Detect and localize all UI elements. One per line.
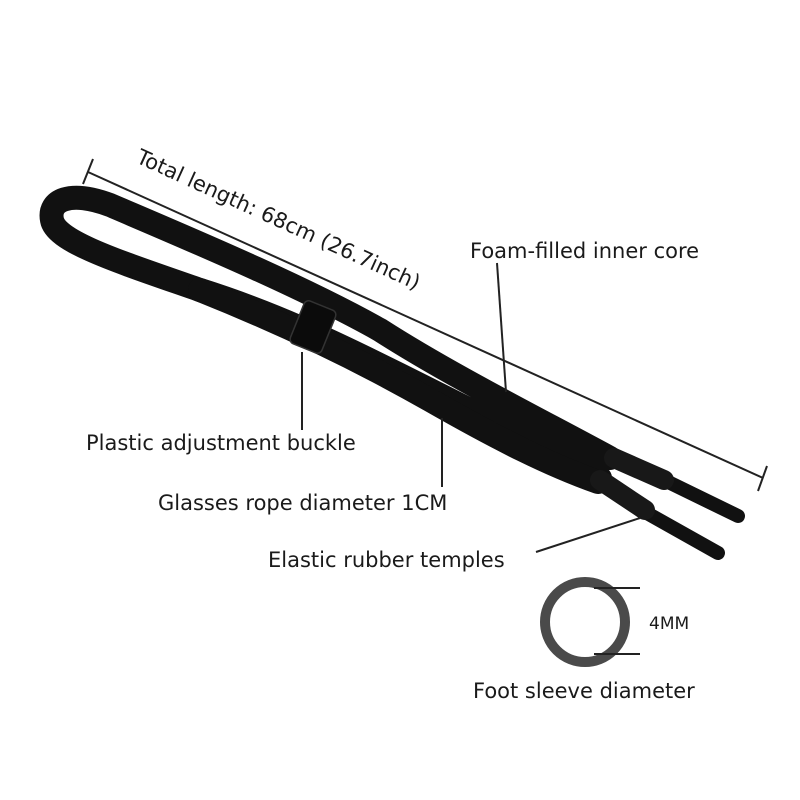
dimension-endcap-left	[82, 158, 94, 185]
eyeglass-rope	[39, 185, 745, 560]
rubber-temple-lower-sleeve	[590, 470, 655, 520]
rope-lower-strand	[188, 278, 610, 494]
adjustment-buckle	[289, 300, 337, 354]
foam-core-leader	[496, 262, 507, 393]
foot-sleeve-ring	[540, 577, 630, 667]
ring-size-label: 4MM	[649, 614, 689, 634]
dimension-endcap-right	[757, 465, 768, 492]
rope-diameter-label: Glasses rope diameter 1CM	[158, 491, 447, 515]
foot-sleeve-diagram: 4MM Foot sleeve diameter	[473, 577, 695, 703]
buckle-label: Plastic adjustment buckle	[86, 431, 356, 455]
rubber-temples-label: Elastic rubber temples	[268, 548, 505, 572]
rubber-temples-callout: Elastic rubber temples	[268, 517, 641, 572]
dimension-line	[87, 171, 764, 479]
rope-diameter-callout: Glasses rope diameter 1CM	[158, 418, 447, 515]
rubber-temples-leader	[535, 517, 641, 553]
foam-core-callout: Foam-filled inner core	[470, 239, 699, 393]
buckle-callout: Plastic adjustment buckle	[86, 352, 356, 455]
rubber-temple-upper-sleeve	[604, 448, 674, 490]
foam-core-label: Foam-filled inner core	[470, 239, 699, 263]
foot-sleeve-label: Foot sleeve diameter	[473, 679, 695, 703]
